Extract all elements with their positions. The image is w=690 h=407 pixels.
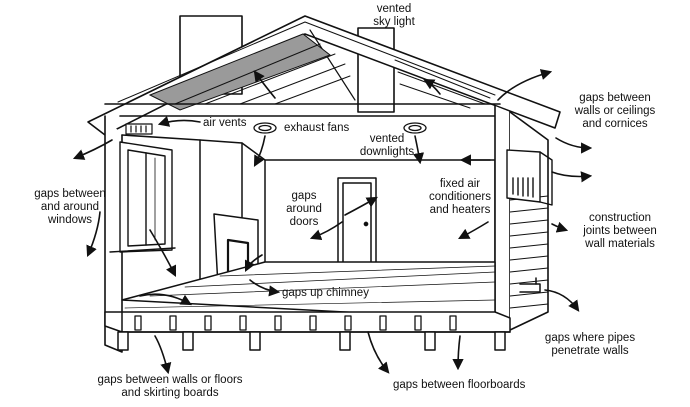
arrow-window-down: [86, 211, 101, 258]
subfloor: [104, 311, 511, 333]
stumps: [117, 331, 506, 351]
arrow-chimney-3: [139, 293, 192, 306]
arrow-downlight: [413, 135, 425, 165]
arrow-ac-down: [458, 221, 489, 240]
floor-joists: [134, 315, 457, 331]
label-gaps-pipes: gaps where pipes penetrate walls: [544, 332, 636, 357]
label-gaps-walls-ceilings: gaps between walls or ceilings and corni…: [574, 92, 656, 130]
label-gaps-windows: gaps between and around windows: [34, 188, 106, 226]
label-exhaust-fans: exhaust fans: [284, 122, 350, 134]
arrow-skirting: [154, 335, 172, 375]
label-construction-joints: construction joints between wall materia…: [583, 212, 657, 250]
arrow-floorboards-1: [367, 331, 390, 374]
arrow-air-vent: [157, 116, 201, 127]
leak-arrows: [72, 69, 593, 375]
label-gaps-floorboards: gaps between floorboards: [393, 379, 526, 391]
arrow-cornice-right: [555, 137, 593, 154]
pipe: [519, 277, 541, 293]
roof: [87, 15, 561, 136]
label-air-vents: air vents: [203, 117, 247, 129]
door: [337, 177, 377, 265]
arrow-pipe: [544, 289, 580, 312]
window: [109, 141, 176, 253]
arrow-door-out: [309, 221, 343, 241]
arrow-roof-insulation: [253, 70, 276, 99]
right-wall: [494, 105, 549, 331]
label-fixed-air-conditioners: fixed air conditioners and heaters: [428, 178, 491, 216]
arrow-exhaust-fan: [253, 135, 266, 167]
label-gaps-floors-skirting: gaps between walls or floors and skirtin…: [97, 374, 243, 399]
downlight: [403, 122, 427, 134]
arrow-chimney-1: [244, 254, 263, 273]
arrow-chimney-2: [249, 279, 281, 297]
label-vented-sky-light: vented sky light: [373, 3, 415, 28]
ceiling: [104, 103, 501, 117]
arrow-window-out: [72, 139, 113, 160]
label-vented-downlights: vented downlights: [359, 133, 415, 158]
left-wall: [104, 115, 201, 353]
air-conditioner: [506, 149, 553, 206]
arrow-floorboards-2: [452, 335, 464, 371]
arrow-cornice: [497, 69, 553, 101]
roof-insulation: [148, 33, 332, 111]
exhaust-fan: [253, 122, 277, 134]
arrow-door-in: [344, 196, 378, 216]
arrow-ac-right: [551, 171, 593, 183]
label-gaps-doors: gaps around doors: [286, 190, 322, 228]
arrow-cladding: [551, 221, 569, 233]
rafters: [174, 43, 491, 109]
arrow-window-in: [149, 229, 177, 278]
label-gaps-chimney: gaps up chimney: [282, 287, 369, 299]
air-vent: [125, 123, 153, 135]
arrow-roof-right: [423, 78, 441, 95]
